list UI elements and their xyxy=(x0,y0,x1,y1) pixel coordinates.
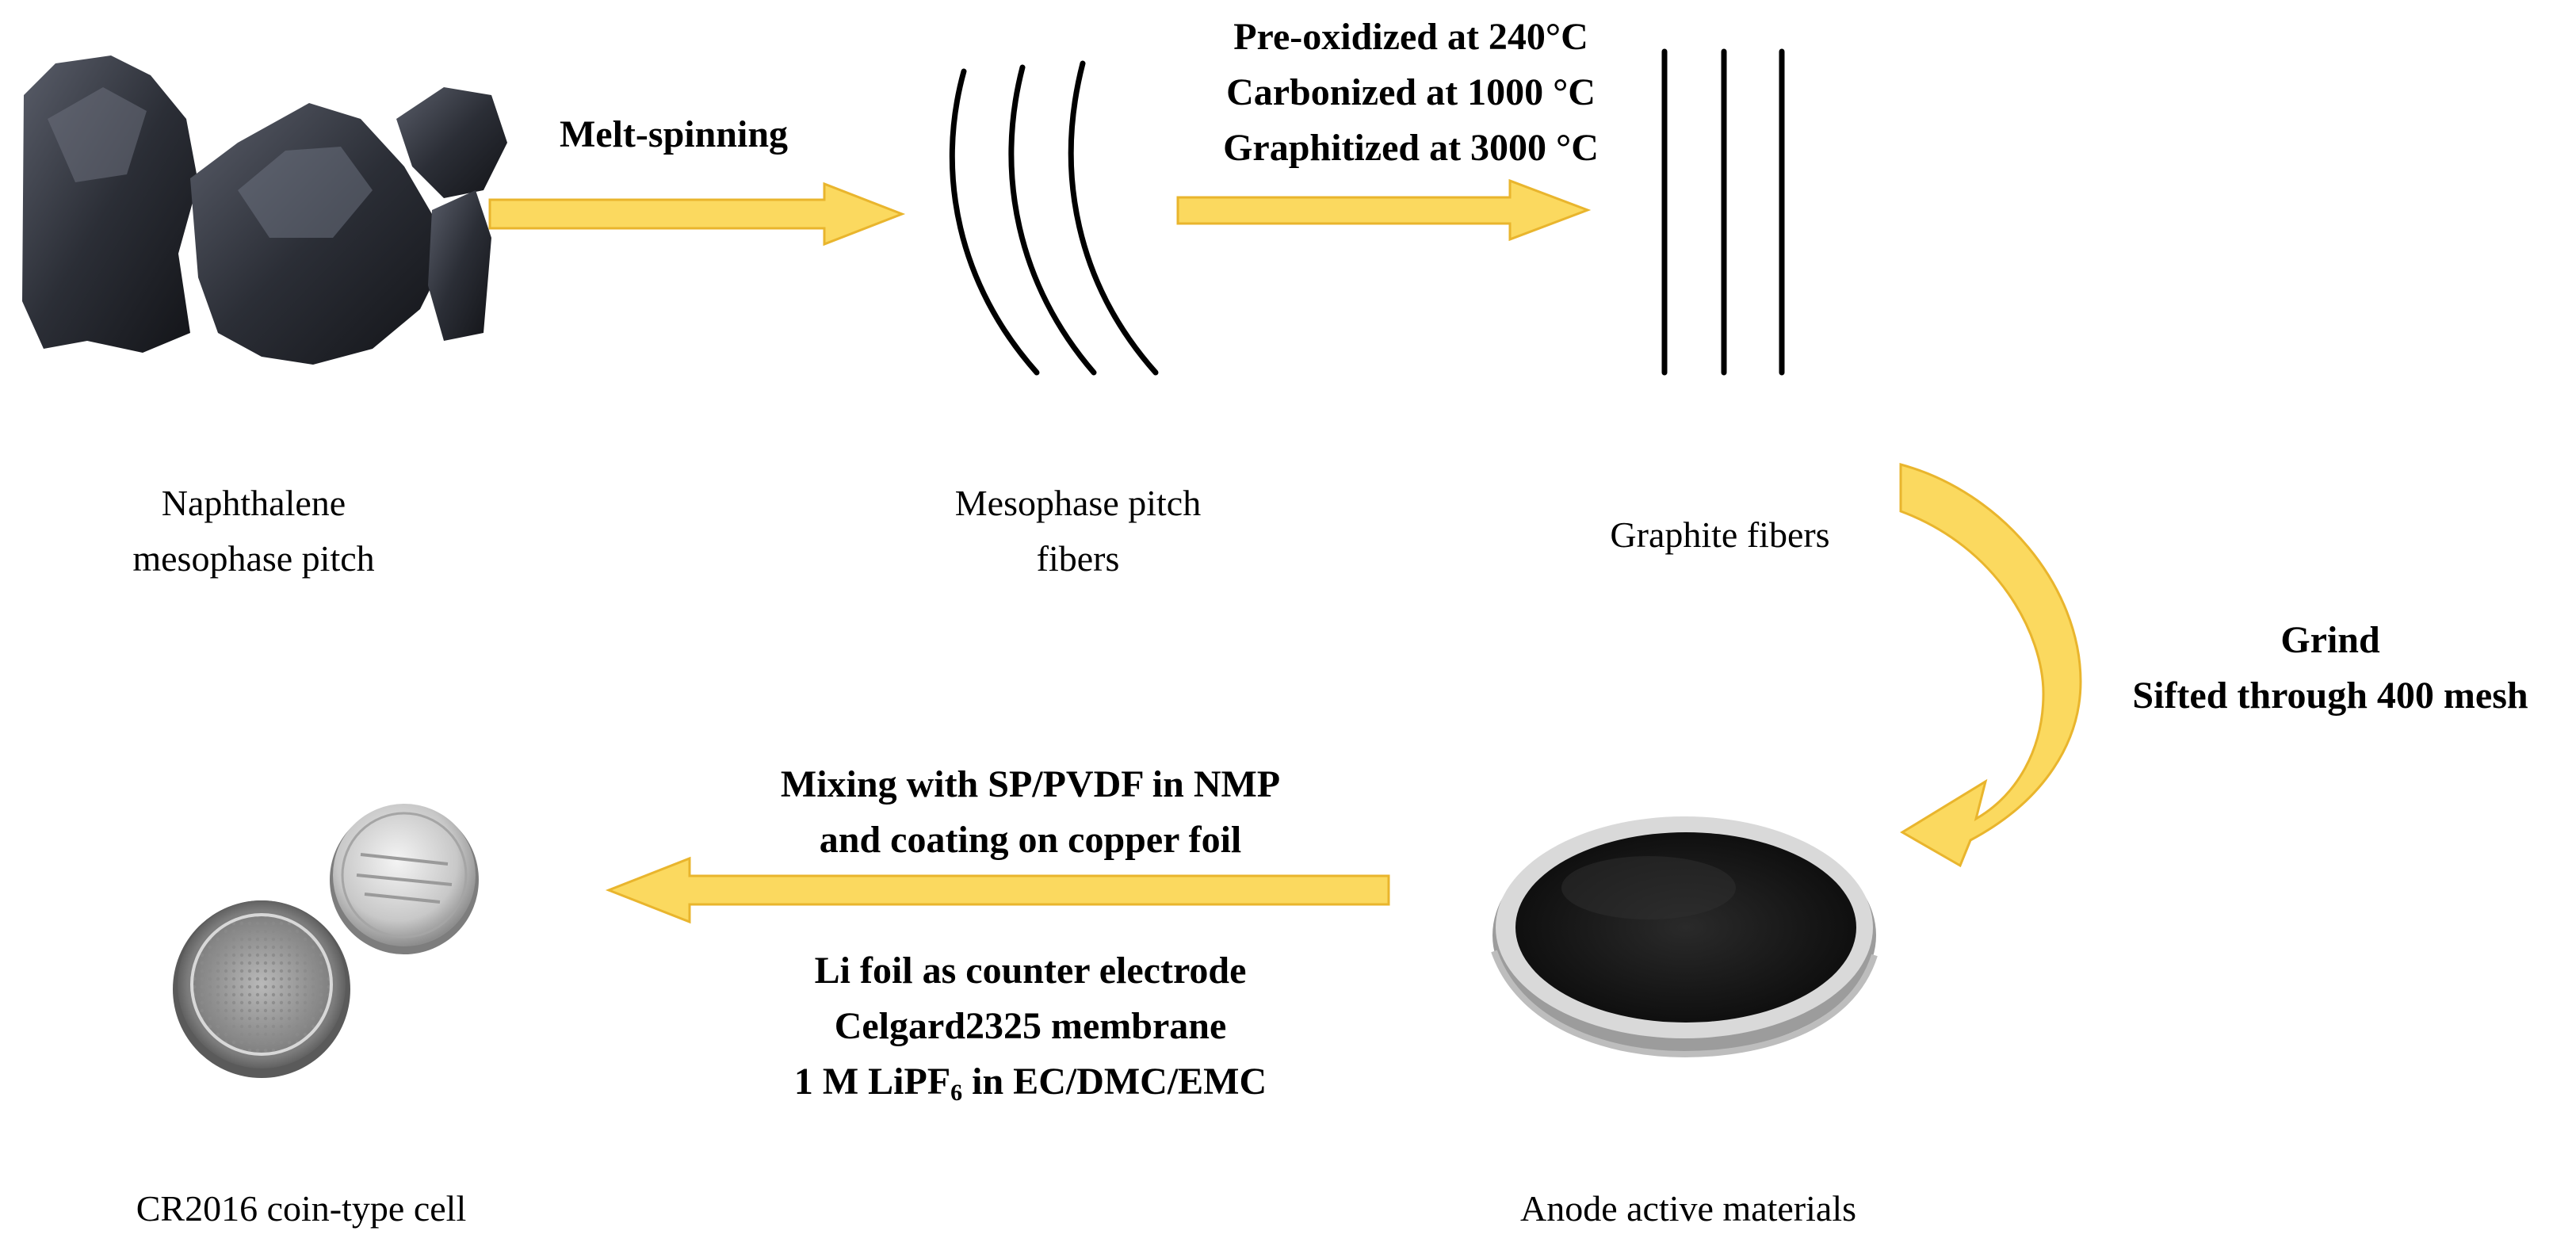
assembly-arrow xyxy=(605,856,1390,924)
heat-treatment-line-2: Carbonized at 1000 °C xyxy=(1226,71,1596,113)
cell-caption: CR2016 coin-type cell xyxy=(95,1181,507,1237)
assembly-line-3: 1 M LiPF6 in EC/DMC/EMC xyxy=(650,1054,1411,1110)
melt-spinning-arrow xyxy=(488,182,906,247)
melt-spinning-label: Melt-spinning xyxy=(476,107,872,162)
pitch-caption-line-1: Naphthalene xyxy=(161,483,346,523)
fibers-caption-line-1: Mesophase pitch xyxy=(954,483,1202,523)
anode-caption-line: Anode active materials xyxy=(1519,1188,1857,1229)
cell-caption-line: CR2016 coin-type cell xyxy=(136,1188,467,1229)
anode-caption: Anode active materials xyxy=(1474,1181,1902,1237)
pitch-image xyxy=(22,55,507,365)
mixing-line-1: Mixing with SP/PVDF in NMP xyxy=(780,763,1281,805)
graphite-caption: Graphite fibers xyxy=(1530,507,1910,563)
graphite-caption-line: Graphite fibers xyxy=(1610,514,1830,555)
grind-line-1: Grind xyxy=(2280,619,2380,661)
assembly-line-3-suffix: in EC/DMC/EMC xyxy=(962,1061,1267,1103)
grind-curved-arrow xyxy=(1899,463,2082,868)
assembly-line-2: Celgard2325 membrane xyxy=(834,1005,1227,1047)
wavy-fibers xyxy=(949,60,1159,376)
mixing-label: Mixing with SP/PVDF in NMP and coating o… xyxy=(650,757,1411,868)
fibers-caption-line-2: fibers xyxy=(1036,538,1120,579)
heat-treatment-line-1: Pre-oxidized at 240°C xyxy=(1233,16,1588,58)
melt-spinning-text: Melt-spinning xyxy=(559,113,789,155)
pitch-caption: Naphthalene mesophase pitch xyxy=(63,476,444,587)
mixing-line-2: and coating on copper foil xyxy=(819,819,1242,861)
fibers-caption: Mesophase pitch fibers xyxy=(880,476,1276,587)
assembly-label: Li foil as counter electrode Celgard2325… xyxy=(650,943,1411,1110)
assembly-line-3-prefix: 1 M LiPF xyxy=(793,1061,951,1103)
assembly-line-3-subscript: 6 xyxy=(950,1080,963,1106)
heat-treatment-arrow xyxy=(1176,178,1592,242)
anode-powder-image xyxy=(1491,816,1878,1058)
heat-treatment-label: Pre-oxidized at 240°C Carbonized at 1000… xyxy=(1141,10,1680,176)
assembly-line-1: Li foil as counter electrode xyxy=(814,950,1247,992)
coin-cell-image xyxy=(173,804,479,1078)
straight-fibers xyxy=(1661,48,1785,376)
grind-label: Grind Sifted through 400 mesh xyxy=(2093,613,2568,724)
grind-line-2: Sifted through 400 mesh xyxy=(2132,675,2528,717)
heat-treatment-line-3: Graphitized at 3000 °C xyxy=(1223,127,1599,169)
pitch-caption-line-2: mesophase pitch xyxy=(132,538,375,579)
